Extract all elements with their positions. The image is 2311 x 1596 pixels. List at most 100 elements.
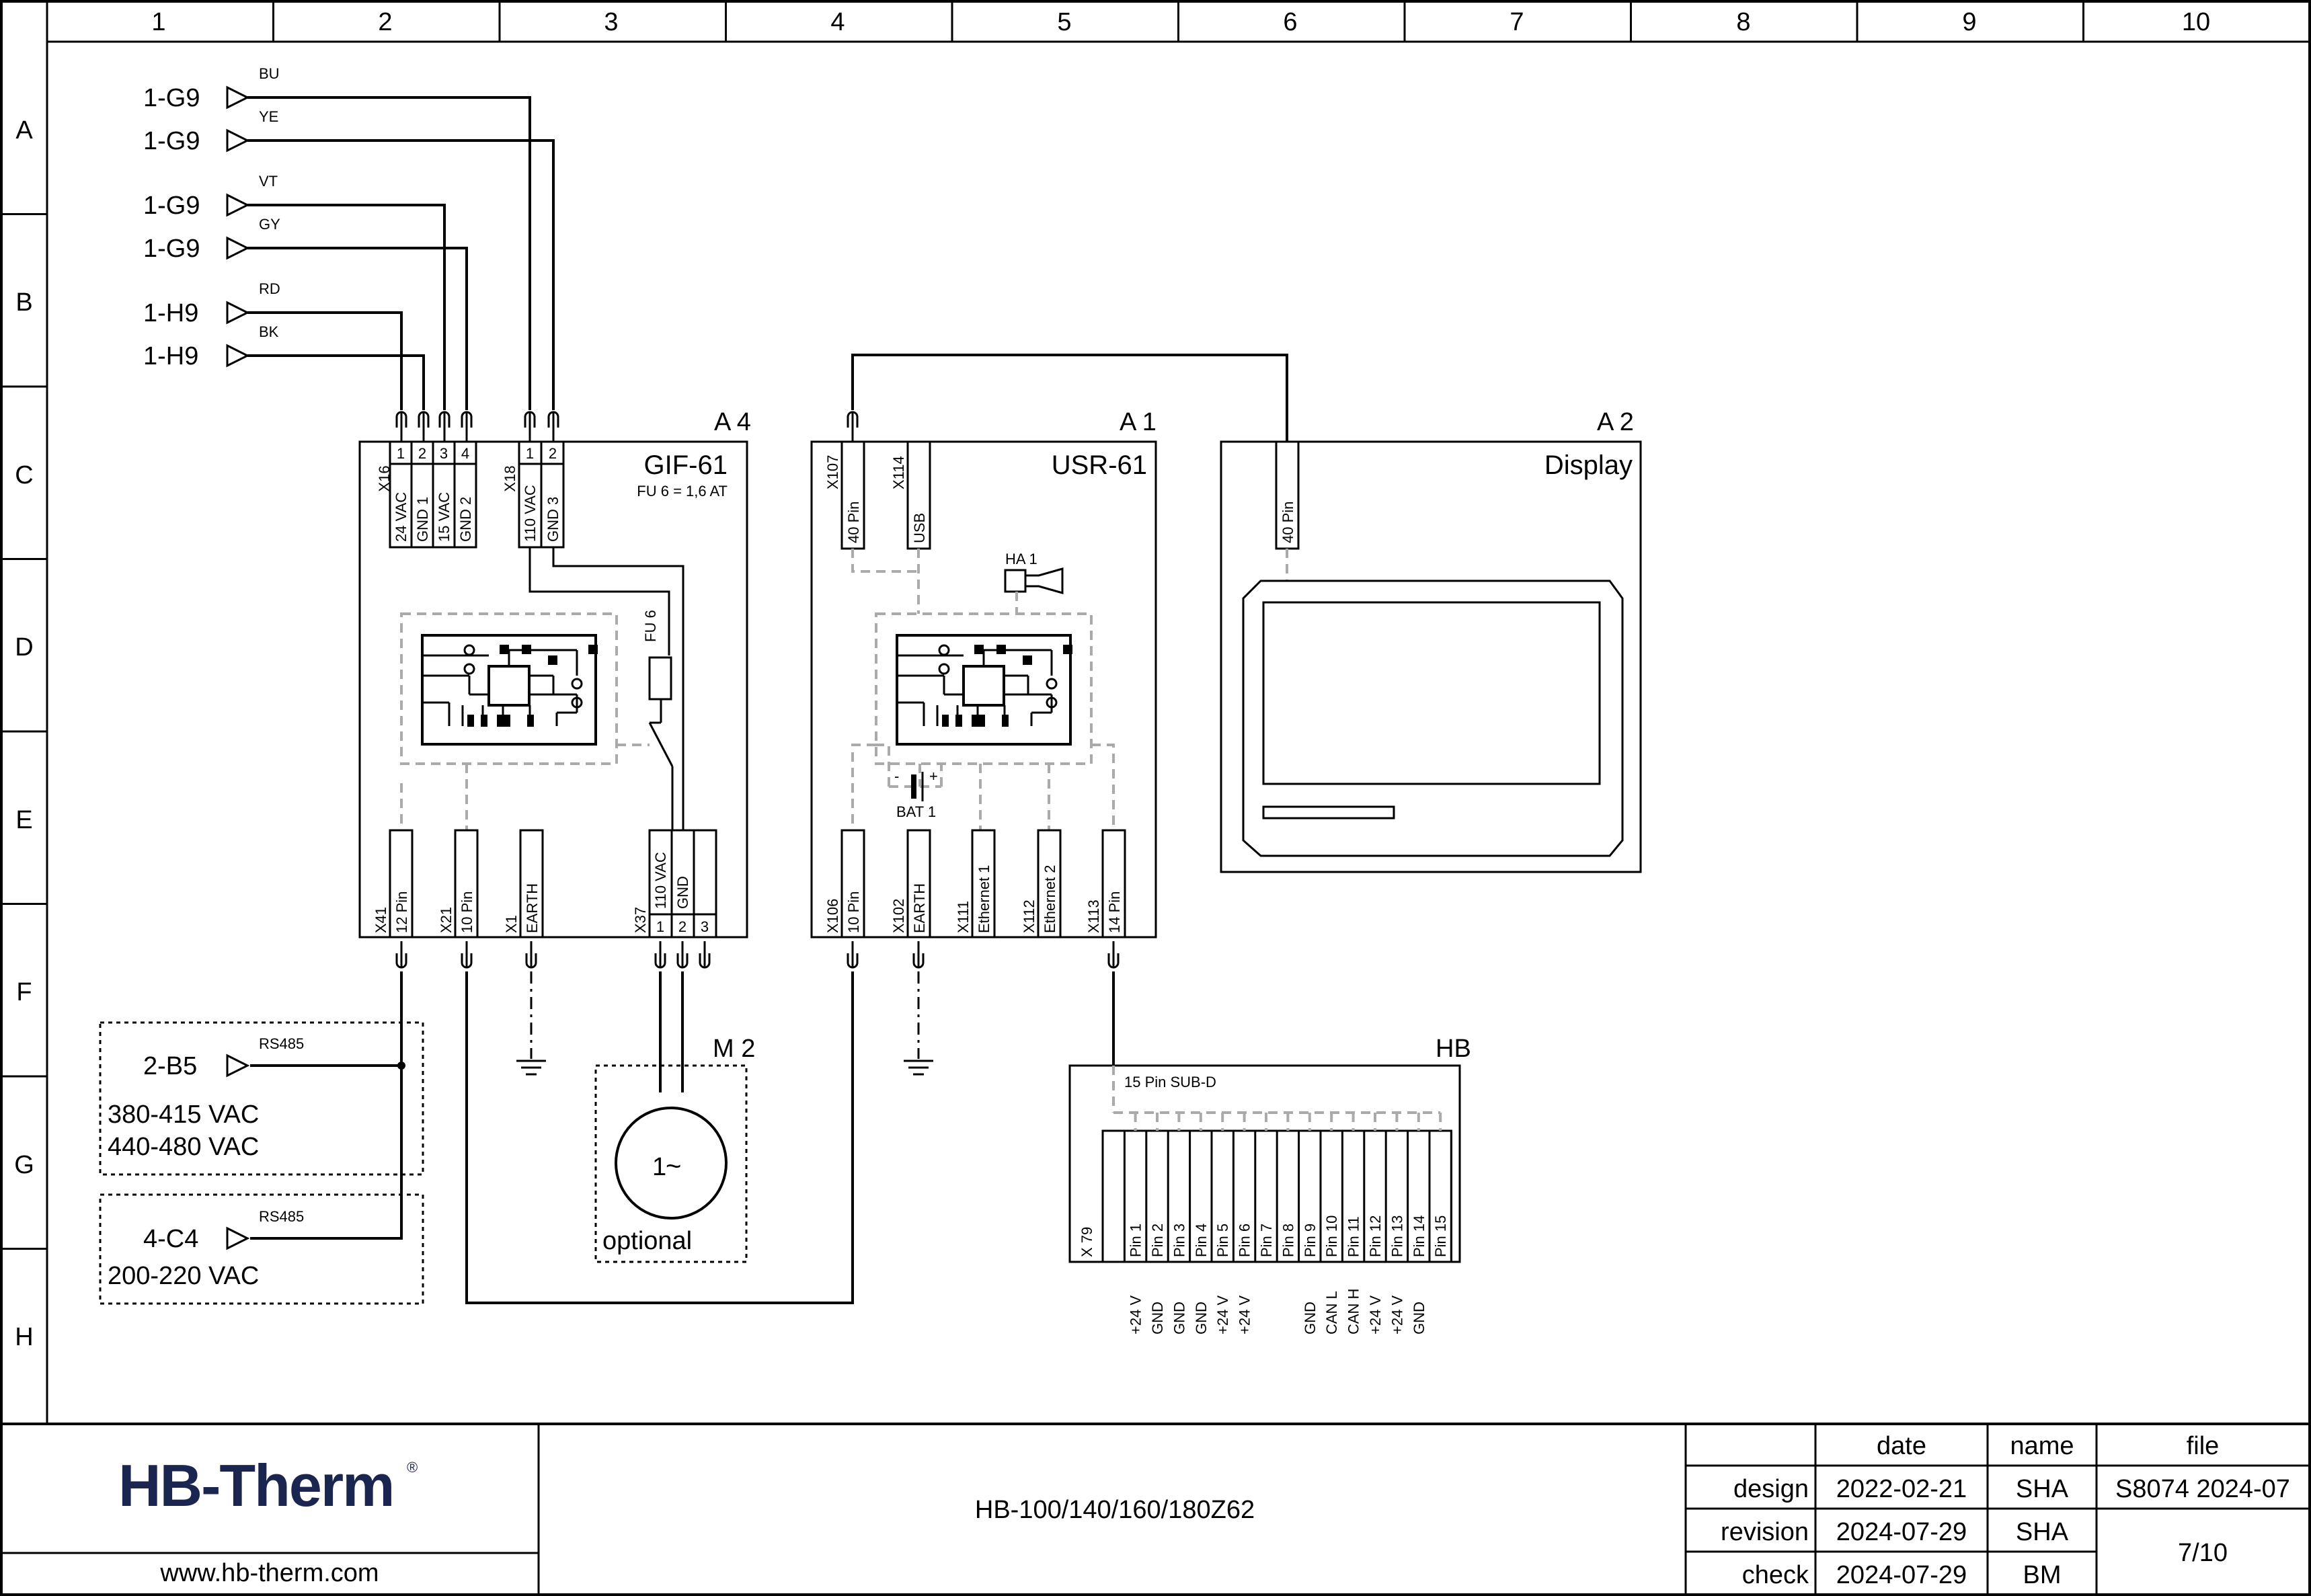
row-index: A B C D E F G H xyxy=(14,116,34,1351)
hb-pin-label: Pin 3 xyxy=(1171,1224,1187,1257)
x112-connector xyxy=(1037,829,1062,939)
plug-icon xyxy=(676,941,689,969)
plug-icon xyxy=(654,941,666,969)
pin-number: 3 xyxy=(701,918,709,935)
arrow-icon xyxy=(226,128,250,153)
wire-color: RD xyxy=(259,280,280,297)
voltage-label: 200-220 VAC xyxy=(108,1262,259,1290)
hb-pin-label: Pin 12 xyxy=(1367,1215,1384,1257)
switch-icon xyxy=(648,722,674,767)
motor-phase: 1 xyxy=(652,1153,666,1181)
pin-number: 1 xyxy=(656,918,664,935)
header-file: file xyxy=(2187,1432,2220,1460)
grid-row-label: E xyxy=(15,806,32,834)
hb-signal: GND xyxy=(1193,1302,1210,1334)
buzzer-label: HA 1 xyxy=(1005,551,1037,567)
wire-color: YE xyxy=(259,108,278,125)
connector-id: X114 xyxy=(890,456,907,489)
module-tag: A 4 xyxy=(714,408,751,436)
model-name: HB-100/140/160/180Z62 xyxy=(975,1496,1255,1524)
grid-column-label: 8 xyxy=(1736,8,1750,36)
grid-row-label: G xyxy=(14,1151,34,1179)
pin-number: 4 xyxy=(461,445,469,462)
wire-color: VT xyxy=(259,173,278,190)
motor-icon xyxy=(615,1107,728,1220)
connector-id: X37 xyxy=(632,907,649,933)
pin-number: 3 xyxy=(440,445,448,462)
page-number: 7/10 xyxy=(2178,1539,2228,1567)
pin-label: 12 Pin xyxy=(393,891,410,933)
module-tag: M 2 xyxy=(713,1035,755,1063)
hb-signal: GND xyxy=(1302,1302,1319,1334)
pcb-icon xyxy=(421,634,598,746)
hb-signal: CAN H xyxy=(1345,1289,1362,1334)
pin-label: 110 VAC xyxy=(652,852,669,909)
hb-pin-label: Pin 6 xyxy=(1237,1224,1253,1257)
plug-icon xyxy=(912,941,925,969)
input-ye: 1-G9 YE xyxy=(143,108,555,410)
rs485-box-1: 2-B5 RS485 380-415 VAC 440-480 VAC xyxy=(99,1021,424,1176)
grid-column-label: 1 xyxy=(151,8,165,36)
x107-connector xyxy=(840,440,865,550)
connector-id: X106 xyxy=(824,899,841,933)
grid-row-label: A xyxy=(15,116,33,145)
plug-icon xyxy=(699,941,711,969)
logo-registered: ® xyxy=(407,1459,418,1476)
x1-connector xyxy=(519,829,544,939)
input-ref: 1-G9 xyxy=(143,84,200,112)
hb-signal: GND xyxy=(1171,1302,1187,1334)
hb-pin-label: Pin 11 xyxy=(1345,1216,1362,1257)
connector-id: X18 xyxy=(502,465,518,491)
ground-icon xyxy=(516,1060,546,1076)
x106-connector xyxy=(840,829,865,939)
arrow-icon xyxy=(226,1053,250,1078)
input-ref: 1-G9 xyxy=(143,235,200,263)
column-index: 1 2 3 4 5 6 7 8 9 10 xyxy=(151,8,2210,36)
arrow-icon xyxy=(226,193,250,217)
pcb-area-a1 xyxy=(875,612,1093,765)
wire-label: RS485 xyxy=(259,1208,304,1225)
display-screen xyxy=(1262,601,1601,785)
pin-label: GND 1 xyxy=(414,497,431,542)
arrow-icon xyxy=(226,301,250,325)
input-bu: 1-G9 BU xyxy=(143,65,531,410)
input-ref: 2-B5 xyxy=(143,1052,197,1080)
module-name: GIF-61 xyxy=(644,450,728,480)
module-tag: HB xyxy=(1436,1035,1471,1063)
hb-pin-label: Pin 7 xyxy=(1258,1224,1275,1257)
pin-label: GND 2 xyxy=(457,497,474,542)
pin-label: 14 Pin xyxy=(1106,891,1123,933)
pcb-icon xyxy=(896,634,1072,746)
grid-column-label: 4 xyxy=(830,8,845,36)
pin-number: 2 xyxy=(678,918,687,935)
input-ref: 1-H9 xyxy=(143,342,198,370)
pin-label: 10 Pin xyxy=(459,891,475,933)
row-name: BM xyxy=(2023,1561,2062,1589)
grid-column-label: 2 xyxy=(378,8,392,36)
pin-label: Ethernet 2 xyxy=(1042,865,1058,933)
pin-label: 15 VAC xyxy=(436,492,453,542)
row-name: SHA xyxy=(2016,1475,2069,1503)
grid-column-label: 5 xyxy=(1057,8,1071,36)
x21-connector xyxy=(454,829,479,939)
module-tag: A 1 xyxy=(1120,408,1157,436)
input-ref: 4-C4 xyxy=(143,1225,198,1253)
hb-pin-label: Pin 9 xyxy=(1302,1224,1319,1257)
x111-connector xyxy=(971,829,996,939)
module-m2: M 2 1 ~ optional xyxy=(594,1035,755,1263)
plug-icon xyxy=(395,411,407,441)
wire-color: BU xyxy=(259,65,280,82)
plug-icons xyxy=(395,941,1120,969)
row-name: SHA xyxy=(2016,1518,2069,1546)
bottom-wiring xyxy=(250,941,1120,1304)
plug-icons xyxy=(395,411,859,441)
arrow-icon xyxy=(226,1226,250,1250)
motor-symbol: ~ xyxy=(666,1152,681,1181)
hb-signal: +24 V xyxy=(1128,1295,1144,1334)
input-wires: 1-G9 BU 1-G9 YE 1-G9 VT 1-G9 GY 1-H9 RD xyxy=(143,65,859,441)
pin-label: EARTH xyxy=(911,883,928,933)
header-name: name xyxy=(2010,1432,2074,1460)
arrow-icon xyxy=(226,85,250,110)
hb-signal: +24 V xyxy=(1237,1295,1253,1334)
